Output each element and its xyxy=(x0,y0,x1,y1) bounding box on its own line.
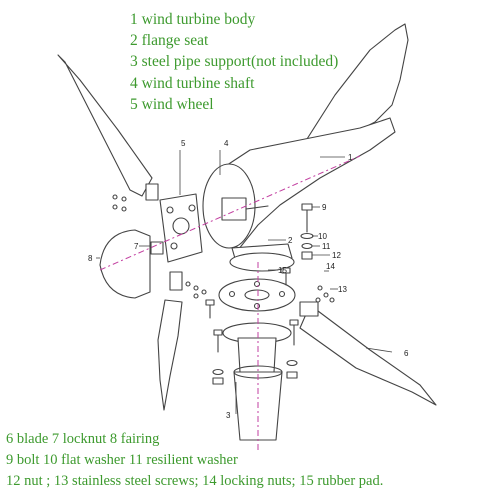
rubber-pad-part xyxy=(218,278,296,312)
callout-10: 10 xyxy=(318,232,327,241)
pad-bolt-hole xyxy=(253,280,261,288)
bolt-part xyxy=(301,203,313,211)
legend-item-wind-wheel: 5 wind wheel xyxy=(130,96,214,113)
nut-part xyxy=(301,251,313,260)
callout-9: 9 xyxy=(322,203,327,212)
leader-lines xyxy=(96,150,393,414)
bolt-part xyxy=(289,319,299,326)
bolt-part xyxy=(205,299,215,306)
blade-root-bracket xyxy=(169,271,183,291)
fairing-part xyxy=(99,229,151,299)
rubber-pad-hole xyxy=(244,289,270,301)
hub-hole xyxy=(170,242,178,250)
callout-14: 14 xyxy=(326,262,335,271)
blade-lower xyxy=(157,299,183,411)
blade-root-bracket xyxy=(145,183,159,201)
pad-bolt-hole xyxy=(278,290,286,298)
pad-bolt-hole xyxy=(228,290,236,298)
shaft-axis-line xyxy=(99,155,361,271)
callout-15: 15 xyxy=(278,266,287,275)
callout-11: 11 xyxy=(322,242,331,251)
callout-6: 6 xyxy=(404,349,409,358)
legend-parts-line-1: 6 blade 7 locknut 8 fairing xyxy=(6,431,160,447)
blade-upper xyxy=(57,54,153,197)
shaft-stub xyxy=(245,205,269,210)
legend-item-flange-seat: 2 flange seat xyxy=(130,32,209,49)
callout-3: 3 xyxy=(226,411,231,420)
stainless-screws-part xyxy=(112,194,335,303)
callout-5: 5 xyxy=(181,139,186,148)
turbine-body-part xyxy=(211,117,396,251)
callout-13: 13 xyxy=(338,285,347,294)
callout-2: 2 xyxy=(288,236,293,245)
blade-root-bracket xyxy=(299,301,319,317)
pad-bolt-hole xyxy=(253,302,261,310)
legend-item-body: 1 wind turbine body xyxy=(130,11,256,28)
legend-item-pipe-support: 3 steel pipe support(not included) xyxy=(130,53,339,70)
callout-1: 1 xyxy=(348,153,353,162)
flange-seat-base xyxy=(229,252,295,272)
nut-part xyxy=(286,371,298,379)
blade-right xyxy=(299,304,437,406)
flat-washer-part xyxy=(212,368,224,376)
nut-part xyxy=(212,377,224,385)
callout-8: 8 xyxy=(88,254,93,263)
flat-washer-part xyxy=(300,232,314,240)
callout-12: 12 xyxy=(332,251,341,260)
turbine-shaft-part xyxy=(221,197,247,221)
callout-4: 4 xyxy=(224,139,229,148)
locknut-part xyxy=(150,241,164,255)
callout-7: 7 xyxy=(134,242,139,251)
legend-parts-line-3: 12 nut ; 13 stainless steel screws; 14 l… xyxy=(6,473,384,489)
legend-item-shaft: 4 wind turbine shaft xyxy=(130,75,255,92)
hub-hole xyxy=(166,206,174,214)
hub-hole xyxy=(188,204,196,212)
flat-washer-part xyxy=(286,359,298,367)
resilient-washer-part xyxy=(301,242,313,250)
wind-wheel-part xyxy=(159,193,203,263)
legend-parts-line-2: 9 bolt 10 flat washer 11 resilient washe… xyxy=(6,452,238,468)
bolt-part xyxy=(213,329,223,336)
